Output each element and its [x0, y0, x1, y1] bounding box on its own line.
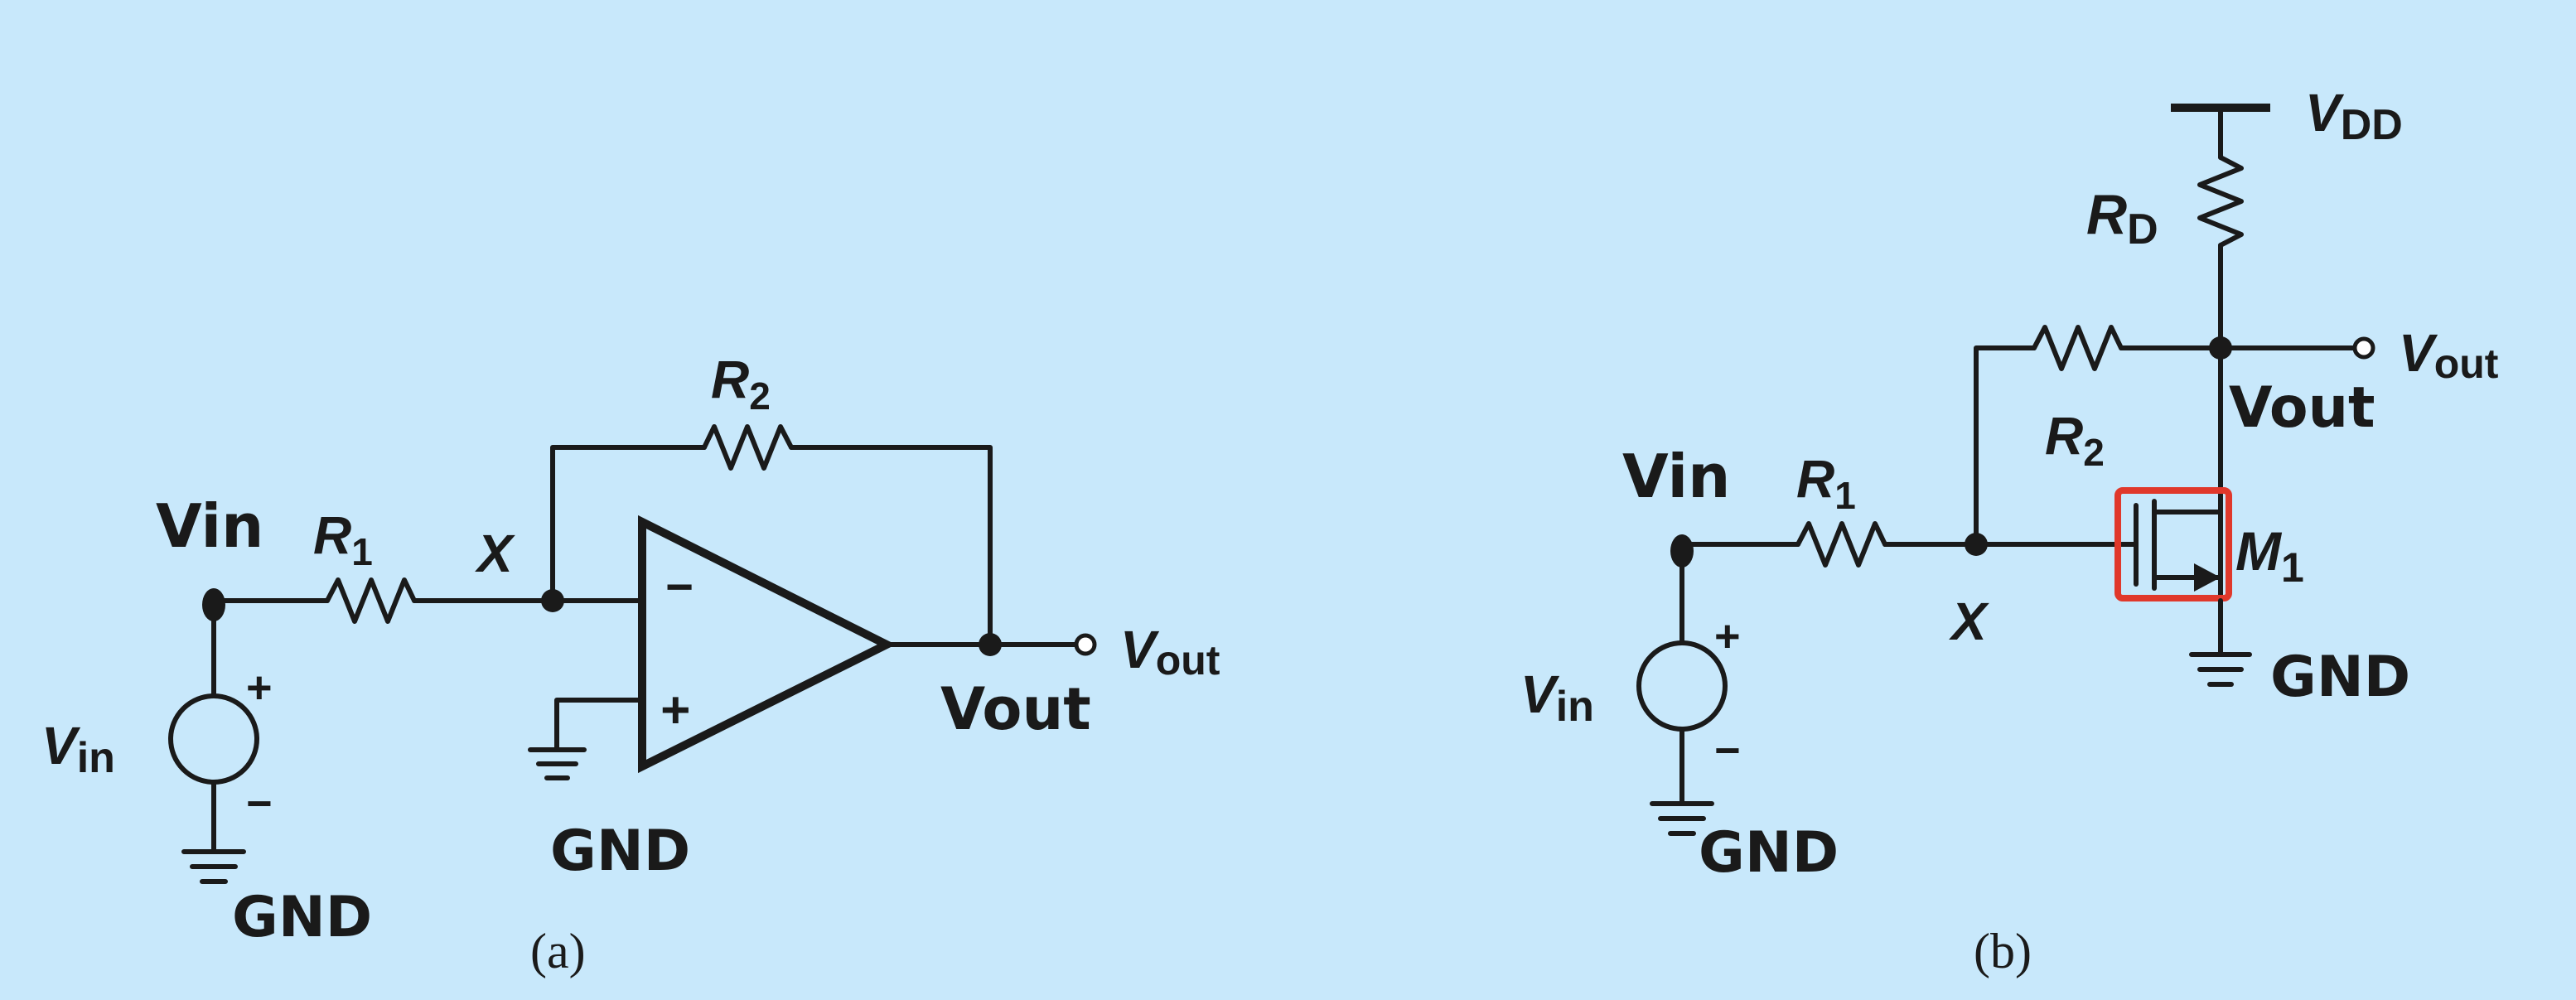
resistor-r2 [2032, 325, 2124, 371]
wire-plus-gnd [554, 698, 645, 752]
mosfet-m1 [2114, 487, 2232, 601]
vin-source-label: Vin [41, 716, 115, 782]
gnd-label-m1: GND [2270, 645, 2410, 710]
vin-source-circle [168, 693, 259, 785]
wire-r2-x [1974, 345, 2037, 547]
x-node-label: X [1949, 592, 1989, 651]
vout-terminal-label: Vout [1120, 620, 1220, 684]
resistor-rd [2197, 155, 2244, 248]
vout-node-dot [979, 633, 1002, 656]
caption-b: (b) [1974, 924, 2032, 978]
circuit-b: VDD RD Vout Vout R2 R1 Vin X M1 GND Vin … [1520, 83, 2499, 978]
wire-feedback-left [550, 445, 707, 603]
m1-label: M1 [2235, 520, 2304, 591]
r2-label: R2 [711, 350, 771, 418]
caption-a: (a) [530, 924, 586, 978]
r1-label: R1 [313, 505, 373, 573]
gnd-label-source: GND [1699, 820, 1839, 886]
gnd-symbol-opamp [528, 747, 587, 780]
gnd-symbol-source [1650, 801, 1714, 836]
gnd-symbol-source [181, 849, 246, 884]
vin-node-dot [202, 588, 225, 621]
vin-node-label: Vin [156, 491, 263, 561]
mosfet-drain-source-leads [2152, 510, 2223, 580]
x-node-label: X [475, 524, 515, 583]
gnd-label-source: GND [232, 885, 372, 950]
vout-node-label: Vout [2229, 375, 2375, 441]
mosfet-source-arrow [2194, 563, 2221, 592]
opamp-triangle [638, 514, 897, 774]
vin-source-label: Vin [1520, 664, 1594, 731]
m1-highlight-box [2114, 487, 2232, 601]
resistor-r1 [1795, 521, 1887, 568]
x-node-dot [1965, 533, 1988, 556]
r1-label: R1 [1796, 449, 1856, 517]
circuit-a: Vin R1 R2 X − + Vout Vout Vin + − GND GN… [41, 350, 1220, 978]
source-minus-sign: − [1713, 726, 1740, 775]
opamp-minus-sign: − [665, 560, 693, 614]
vout-terminal-label: Vout [2399, 323, 2499, 387]
vdd-label: VDD [2305, 83, 2403, 149]
vin-source-circle [1636, 640, 1728, 732]
source-plus-sign: + [1713, 611, 1740, 661]
source-minus-sign: − [245, 779, 272, 829]
resistor-r2 [702, 424, 794, 471]
rd-label: RD [2086, 183, 2158, 254]
vout-node-label: Vout [940, 675, 1091, 743]
resistor-r1 [325, 577, 417, 624]
gnd-label-opamp: GND [550, 819, 690, 884]
vin-node-label: Vin [1622, 442, 1730, 511]
r2-label: R2 [2045, 406, 2105, 474]
wire-feedback-right [789, 445, 993, 649]
gnd-symbol-m1 [2189, 652, 2252, 687]
vout-terminal [2352, 336, 2375, 360]
source-plus-sign: + [245, 663, 272, 713]
vout-terminal [1074, 633, 1097, 656]
opamp-plus-sign: + [660, 682, 689, 739]
